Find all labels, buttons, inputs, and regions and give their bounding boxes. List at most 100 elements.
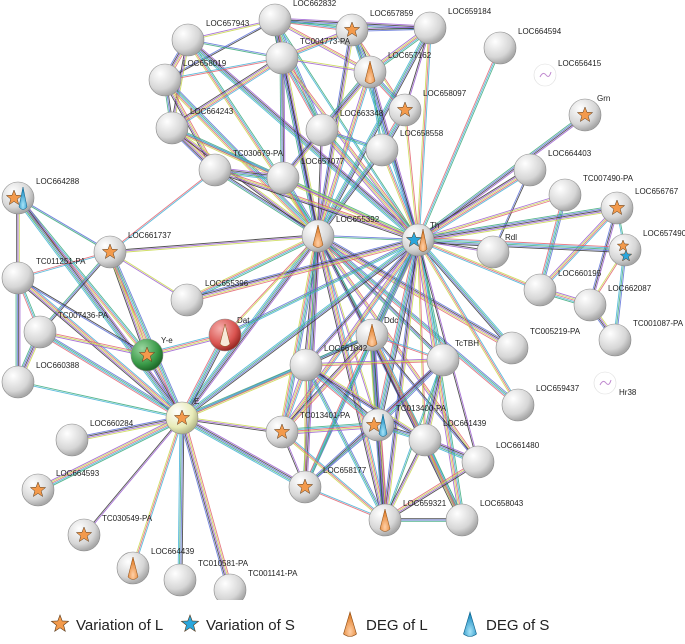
node-label: LOC655392 bbox=[336, 215, 380, 224]
network-node[interactable]: LOC659437 bbox=[501, 384, 580, 422]
network-node[interactable]: LOC655392 bbox=[301, 215, 380, 253]
network-node[interactable]: TC005219-PA bbox=[495, 327, 581, 365]
edge-line bbox=[305, 358, 443, 365]
network-node[interactable]: Y-e bbox=[130, 336, 173, 372]
network-node[interactable]: TC004773-PA bbox=[265, 37, 351, 75]
network-node[interactable]: LOC661439 bbox=[408, 419, 487, 457]
network-node[interactable]: LOC664243 bbox=[155, 107, 234, 145]
network-node[interactable]: TC001141-PA bbox=[213, 569, 298, 600]
network-node[interactable]: LOC656767 bbox=[600, 187, 679, 225]
edge-line bbox=[18, 196, 184, 418]
network-node[interactable]: TC001087-PA bbox=[598, 319, 684, 357]
network-node[interactable]: LOC657859 bbox=[335, 9, 414, 47]
edge bbox=[588, 207, 619, 306]
network-node[interactable]: LOC659184 bbox=[413, 7, 492, 45]
edge-line bbox=[215, 167, 419, 239]
network-node[interactable]: TcTBH bbox=[426, 339, 479, 377]
network-node[interactable]: TC013400-PA bbox=[361, 404, 447, 442]
network-node[interactable]: TC030549-PA bbox=[67, 514, 153, 552]
network-node[interactable]: LOC661842 bbox=[289, 344, 368, 382]
edge bbox=[279, 57, 286, 179]
edge bbox=[383, 459, 480, 523]
network-node[interactable]: Th bbox=[401, 221, 439, 257]
edge-line bbox=[17, 277, 183, 419]
network-node[interactable]: TC030679-PA bbox=[198, 149, 284, 187]
network-node[interactable]: LOC662832 bbox=[258, 0, 337, 37]
edge-line bbox=[304, 365, 385, 521]
edge-line bbox=[40, 252, 112, 334]
edge-line bbox=[403, 110, 418, 241]
network-node[interactable]: LOC660388 bbox=[1, 361, 80, 399]
edge bbox=[303, 364, 308, 488]
network-node[interactable]: LOC658558 bbox=[365, 129, 444, 167]
network-node[interactable]: Ddc bbox=[355, 316, 398, 352]
network-node[interactable]: LOC660284 bbox=[55, 419, 134, 457]
edge-line bbox=[186, 40, 418, 242]
network-node[interactable]: LOC655396 bbox=[170, 279, 249, 317]
edge-line bbox=[109, 235, 319, 253]
network-node[interactable]: LOC658177 bbox=[288, 466, 367, 504]
node-label: LOC660284 bbox=[90, 419, 134, 428]
node-label: Grn bbox=[597, 94, 610, 103]
edge-line bbox=[178, 417, 182, 580]
edge-line bbox=[16, 279, 181, 421]
network-node[interactable]: LOC658019 bbox=[148, 59, 227, 97]
network-node[interactable]: Rdl bbox=[476, 233, 517, 269]
node-circle bbox=[445, 503, 479, 537]
node-label: TC030679-PA bbox=[233, 149, 284, 158]
network-node[interactable]: TC007490-PA bbox=[548, 174, 634, 212]
network-node[interactable]: Hr38 bbox=[593, 371, 637, 397]
node-label: LOC661439 bbox=[443, 419, 487, 428]
node-label: TC007490-PA bbox=[583, 174, 634, 183]
edge-line bbox=[172, 58, 283, 130]
node-label: TC001141-PA bbox=[248, 569, 298, 578]
edge-line bbox=[187, 242, 419, 303]
edge bbox=[38, 329, 184, 421]
edge-line bbox=[184, 417, 233, 590]
edge-line bbox=[185, 233, 318, 299]
edge-line bbox=[384, 461, 478, 520]
network-node[interactable]: LOC662087 bbox=[573, 284, 652, 322]
network-node[interactable]: LOC664403 bbox=[513, 149, 592, 187]
network-node[interactable]: LOC657943 bbox=[171, 19, 250, 57]
network-node[interactable]: E bbox=[165, 397, 199, 435]
network-node[interactable]: LOC657162 bbox=[353, 51, 432, 89]
network-node[interactable]: TC013401-PA bbox=[265, 411, 351, 449]
network-node[interactable]: LOC663348 bbox=[305, 109, 384, 147]
network-node[interactable]: Grn bbox=[568, 94, 610, 132]
edge-line bbox=[280, 58, 318, 237]
network-node[interactable]: LOC664439 bbox=[116, 547, 195, 585]
network-node[interactable]: LOC664594 bbox=[483, 27, 562, 65]
network-node[interactable]: TC011251-PA bbox=[1, 257, 86, 295]
network-node[interactable]: LOC661480 bbox=[461, 441, 540, 479]
network-node[interactable]: LOC659321 bbox=[368, 499, 447, 537]
edge-line bbox=[305, 365, 308, 488]
network-node[interactable]: LOC664288 bbox=[1, 177, 80, 215]
network-node[interactable]: Dat bbox=[208, 316, 250, 352]
edge-line bbox=[318, 234, 480, 462]
legend-item: Variation of L bbox=[50, 614, 163, 634]
network-node[interactable]: LOC664593 bbox=[21, 469, 100, 507]
edge-line bbox=[181, 418, 282, 434]
network-node[interactable]: LOC657077 bbox=[266, 157, 345, 195]
node-circle bbox=[495, 331, 529, 365]
network-node[interactable]: TC010581-PA bbox=[163, 559, 249, 597]
edge-line bbox=[316, 148, 381, 236]
network-node[interactable]: TC007436-PA bbox=[23, 311, 109, 349]
legend-label: Variation of S bbox=[206, 617, 295, 634]
network-node[interactable]: LOC658097 bbox=[388, 89, 467, 127]
edge-line bbox=[72, 418, 183, 442]
network-node[interactable]: LOC658043 bbox=[445, 499, 524, 537]
edge-line bbox=[280, 238, 417, 432]
node-label: LOC658019 bbox=[183, 59, 227, 68]
edge-line bbox=[418, 236, 626, 248]
network-node[interactable]: LOC656415 bbox=[533, 59, 602, 87]
network-node[interactable]: LOC660195 bbox=[523, 269, 602, 307]
edge-line bbox=[109, 251, 183, 419]
network-node[interactable]: LOC657490 bbox=[608, 229, 685, 267]
edge-line bbox=[186, 239, 419, 301]
network-node[interactable]: LOC661737 bbox=[93, 231, 172, 269]
edge-line bbox=[317, 235, 479, 463]
node-circle bbox=[598, 323, 632, 357]
